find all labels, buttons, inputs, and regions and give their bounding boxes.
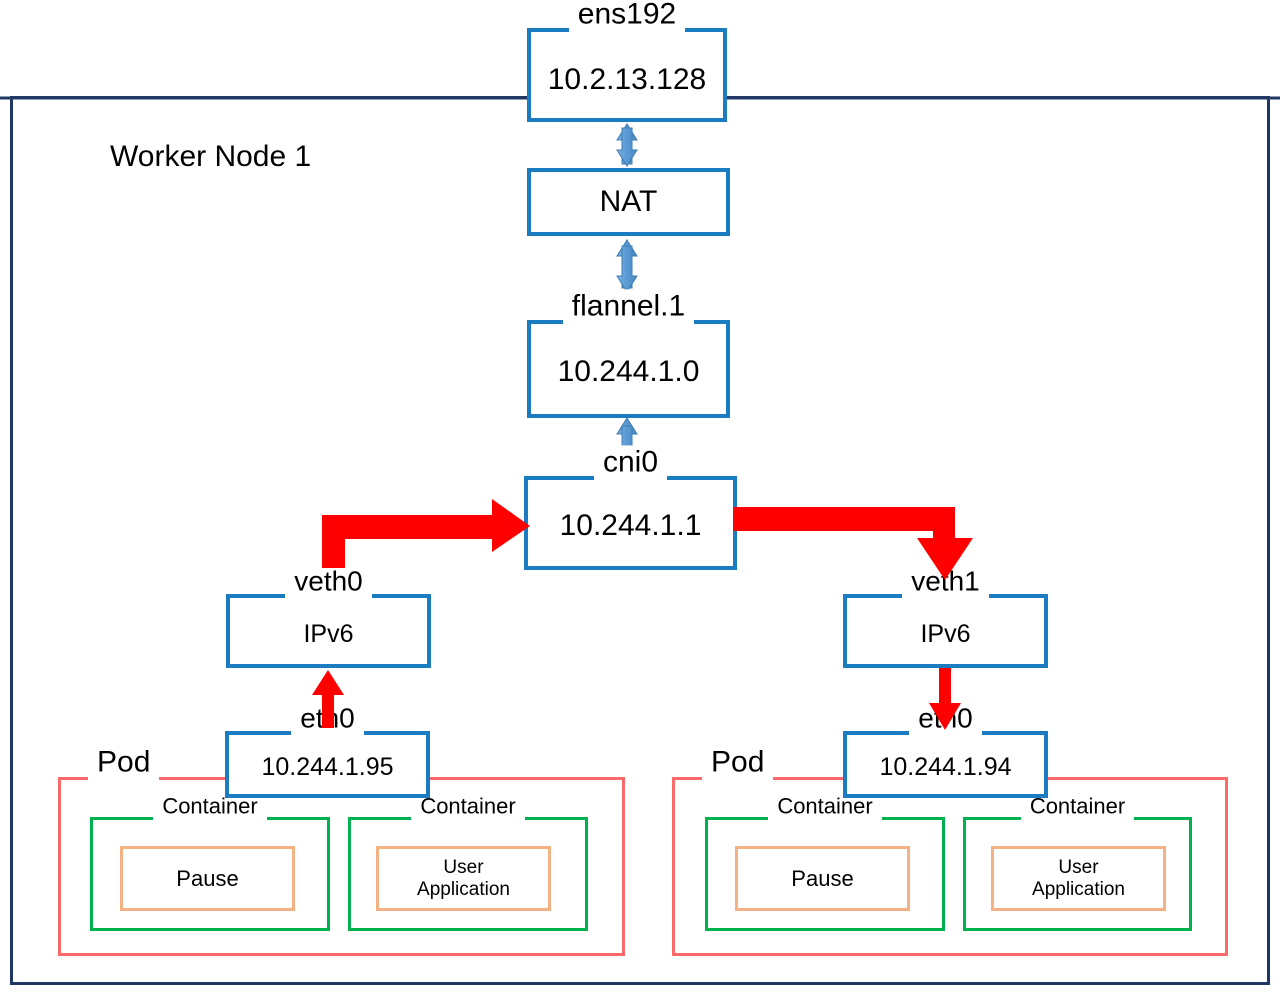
border-segment-left [524,476,594,480]
border-segment-left [672,776,702,780]
pod-right-body [672,778,1228,956]
border-segment-right [988,594,1048,598]
container-box-left-2[interactable]: Container [348,793,589,931]
border-segment-right [363,731,430,735]
container-right-1-body [705,818,945,931]
eth0-left-label: eth0 [291,702,364,735]
interface-box-eth0-left[interactable]: 10.244.1.95 eth0 [225,702,430,798]
container-left-2-label: Container [411,793,525,820]
border-segment-right [266,816,331,820]
border-segment-left [705,816,769,820]
border-segment-right [667,476,738,480]
border-segment-right [881,816,946,820]
border-segment-left [843,731,910,735]
veth0-label: veth0 [285,565,372,598]
border-segment-left [90,816,154,820]
interface-box-ens192[interactable]: 10.2.13.128 ens192 [527,0,727,122]
flannel-value: 10.244.1.0 [557,355,700,389]
interface-box-cni0[interactable]: 10.244.1.1 cni0 [524,445,738,570]
ens192-label: ens192 [568,0,686,32]
eth0-right-value: 10.244.1.94 [879,752,1012,781]
worker-node-title: Worker Node 1 [110,140,312,173]
border-segment-right [981,731,1048,735]
veth0-value: IPv6 [303,620,354,648]
container-left-2-body [348,818,588,931]
eth0-right-body: 10.244.1.94 [843,733,1048,798]
border-segment-left [348,816,412,820]
border-segment-right [524,816,589,820]
eth0-right-label: eth0 [909,702,982,735]
container-left-1-body [90,818,330,931]
eth0-left-body: 10.244.1.95 [225,733,430,798]
interface-box-veth1[interactable]: IPv6 veth1 [843,565,1048,668]
border-segment-right [1134,816,1193,820]
border-segment-left [58,776,88,780]
inner-box-user-application-right[interactable]: User Application [991,846,1166,911]
border-segment-left [527,28,569,32]
cni0-body: 10.244.1.1 [524,478,737,570]
ens192-body: 10.2.13.128 [527,30,727,122]
veth0-body: IPv6 [226,596,431,668]
cni0-value: 10.244.1.1 [559,509,702,543]
inner-box-pause-right[interactable]: Pause [735,846,910,911]
nat-label: NAT [599,185,658,218]
flannel-body: 10.244.1.0 [527,322,730,418]
eth0-left-value: 10.244.1.95 [261,752,394,781]
border-segment-left [963,816,1021,820]
border-segment-right [371,594,431,598]
container-right-2-body [963,818,1192,931]
interface-box-eth0-right[interactable]: 10.244.1.94 eth0 [843,702,1048,798]
border-segment-right [694,320,730,324]
pod-right-label: Pod [702,745,774,780]
flannel-label: flannel.1 [562,289,695,324]
inner-box-user-application-left[interactable]: User Application [376,846,551,911]
inner-box-pause-left[interactable]: Pause [120,846,295,911]
nat-box[interactable]: NAT [527,168,730,236]
border-segment-left [226,594,286,598]
cni0-label: cni0 [593,445,668,480]
border-segment-left [225,731,292,735]
ens192-value: 10.2.13.128 [547,63,707,97]
veth1-body: IPv6 [843,596,1048,668]
interface-box-flannel[interactable]: 10.244.1.0 flannel.1 [527,289,730,418]
pod-left-label: Pod [88,745,160,780]
veth1-label: veth1 [902,565,989,598]
pod-left-body [58,778,625,956]
veth1-value: IPv6 [920,620,971,648]
interface-box-veth0[interactable]: IPv6 veth0 [226,565,431,668]
border-segment-left [527,320,563,324]
border-segment-left [843,594,903,598]
border-segment-right [685,28,727,32]
